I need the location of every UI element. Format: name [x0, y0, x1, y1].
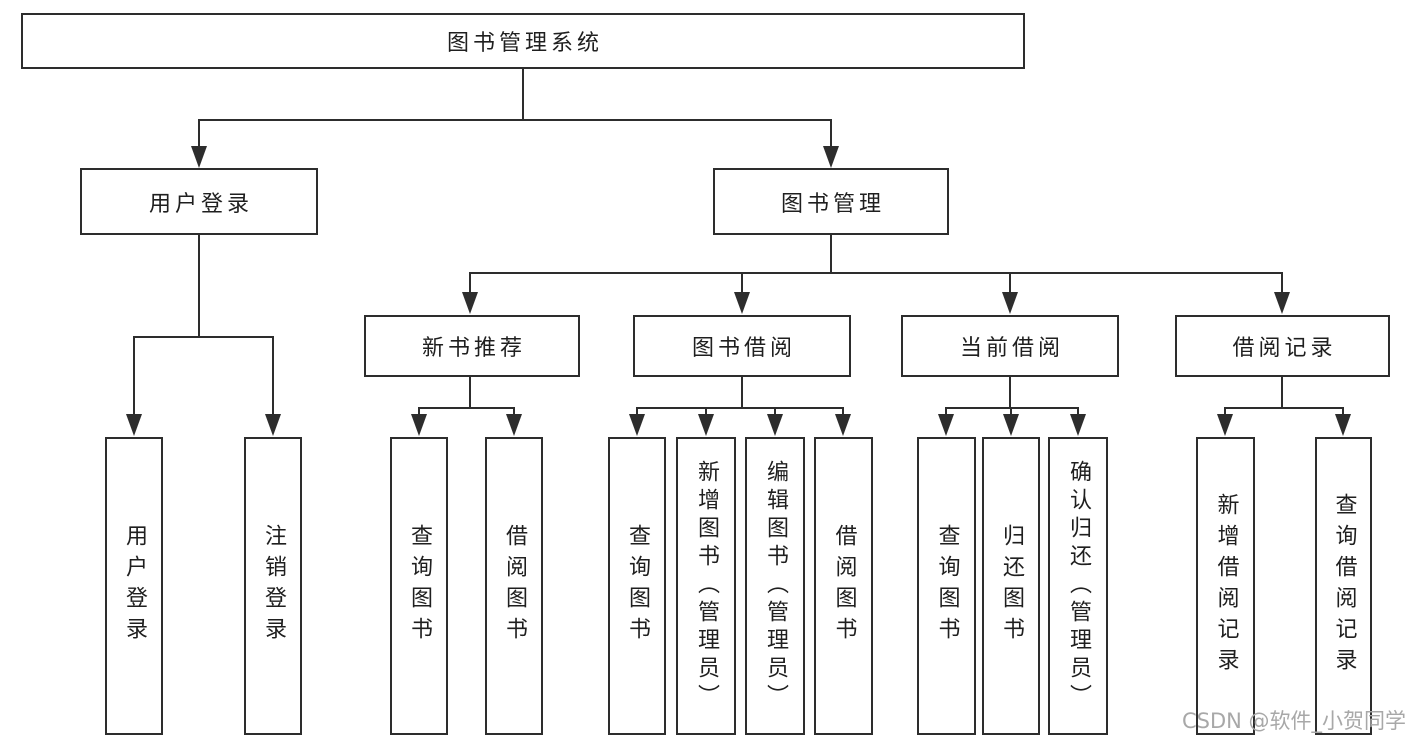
connector-line — [945, 407, 947, 416]
node-borrow-records-label: 借阅记录 — [1232, 336, 1337, 361]
arrowhead-down-icon — [767, 414, 783, 436]
connector-line — [741, 272, 743, 294]
connector-line — [1009, 377, 1011, 408]
connector-line — [470, 272, 1283, 274]
node-query-books-borrow-label: 查询图书 — [625, 524, 650, 648]
node-user-login-label: 用户登录 — [122, 524, 147, 648]
node-book-borrow: 图书借阅 — [633, 315, 851, 377]
node-book-borrow-label: 图书借阅 — [691, 336, 796, 361]
arrowhead-down-icon — [938, 414, 954, 436]
connector-line — [133, 336, 274, 338]
watermark: CSDN @软件_小贺同学 — [1182, 709, 1405, 733]
arrowhead-down-icon — [506, 414, 522, 436]
connector-line — [774, 407, 776, 416]
arrowhead-down-icon — [698, 414, 714, 436]
node-edit-book-admin: 编辑图书（管理员） — [745, 437, 805, 735]
node-confirm-return-admin-label: 确认归还（管理员） — [1066, 460, 1091, 712]
connector-line — [1010, 407, 1012, 416]
node-current-borrow: 当前借阅 — [901, 315, 1119, 377]
node-return-book: 归还图书 — [982, 437, 1040, 735]
connector-line — [705, 407, 707, 416]
connector-line — [272, 336, 274, 416]
node-book-management: 图书管理 — [713, 168, 949, 235]
node-root: 图书管理系统 — [21, 13, 1025, 69]
node-current-borrow-label: 当前借阅 — [959, 336, 1064, 361]
node-borrow-books-recommend: 借阅图书 — [485, 437, 543, 735]
connector-line — [1281, 272, 1283, 294]
connector-line — [418, 407, 420, 416]
node-query-books-recommend-label: 查询图书 — [407, 524, 432, 648]
arrowhead-down-icon — [734, 292, 750, 314]
connector-line — [1224, 407, 1226, 416]
connector-line — [636, 407, 844, 409]
arrowhead-down-icon — [126, 414, 142, 436]
node-query-borrow-record-label: 查询借阅记录 — [1331, 493, 1357, 679]
node-new-book-recommend-label: 新书推荐 — [421, 336, 526, 361]
connector-line — [199, 119, 832, 121]
connector-line — [1009, 272, 1011, 294]
connector-line — [418, 407, 515, 409]
node-logout-label: 注销登录 — [261, 524, 286, 648]
arrowhead-down-icon — [823, 146, 839, 168]
arrowhead-down-icon — [1002, 292, 1018, 314]
arrowhead-down-icon — [1070, 414, 1086, 436]
node-add-book-admin: 新增图书（管理员） — [676, 437, 736, 735]
arrowhead-down-icon — [191, 146, 207, 168]
node-query-books-recommend: 查询图书 — [390, 437, 448, 735]
connector-line — [198, 235, 200, 337]
node-add-book-admin-label: 新增图书（管理员） — [694, 460, 719, 712]
arrowhead-down-icon — [629, 414, 645, 436]
connector-line — [1281, 377, 1283, 408]
connector-line — [469, 272, 471, 294]
arrowhead-down-icon — [835, 414, 851, 436]
connector-line — [469, 377, 471, 408]
connector-line — [513, 407, 515, 416]
node-borrow-books: 借阅图书 — [814, 437, 873, 735]
arrowhead-down-icon — [1335, 414, 1351, 436]
node-query-borrow-record: 查询借阅记录 — [1315, 437, 1372, 735]
node-query-books-borrow: 查询图书 — [608, 437, 666, 735]
node-query-books-current: 查询图书 — [917, 437, 976, 735]
node-root-label: 图书管理系统 — [446, 31, 603, 56]
arrowhead-down-icon — [462, 292, 478, 314]
arrowhead-down-icon — [1274, 292, 1290, 314]
connector-line — [636, 407, 638, 416]
node-user-login-branch-label: 用户登录 — [148, 191, 253, 217]
node-logout: 注销登录 — [244, 437, 302, 735]
arrowhead-down-icon — [1217, 414, 1233, 436]
connector-line — [830, 235, 832, 273]
connector-line — [945, 407, 1079, 409]
node-edit-book-admin-label: 编辑图书（管理员） — [763, 460, 788, 712]
node-borrow-books-recommend-label: 借阅图书 — [502, 524, 527, 648]
node-add-borrow-record: 新增借阅记录 — [1196, 437, 1255, 735]
node-user-login: 用户登录 — [105, 437, 163, 735]
node-add-borrow-record-label: 新增借阅记录 — [1213, 493, 1239, 679]
node-confirm-return-admin: 确认归还（管理员） — [1048, 437, 1108, 735]
connector-line — [1077, 407, 1079, 416]
node-user-login-branch: 用户登录 — [80, 168, 318, 235]
node-borrow-records: 借阅记录 — [1175, 315, 1390, 377]
connector-line — [133, 336, 135, 416]
connector-line — [741, 377, 743, 408]
node-book-management-label: 图书管理 — [780, 191, 885, 217]
arrowhead-down-icon — [265, 414, 281, 436]
node-return-book-label: 归还图书 — [999, 524, 1024, 648]
connector-line — [1342, 407, 1344, 416]
node-borrow-books-label: 借阅图书 — [831, 524, 857, 648]
connector-line — [198, 119, 200, 148]
arrowhead-down-icon — [411, 414, 427, 436]
node-query-books-current-label: 查询图书 — [934, 524, 960, 648]
node-new-book-recommend: 新书推荐 — [364, 315, 580, 377]
connector-line — [1224, 407, 1344, 409]
connector-line — [522, 69, 524, 119]
connector-line — [830, 119, 832, 148]
arrowhead-down-icon — [1003, 414, 1019, 436]
connector-line — [842, 407, 844, 416]
